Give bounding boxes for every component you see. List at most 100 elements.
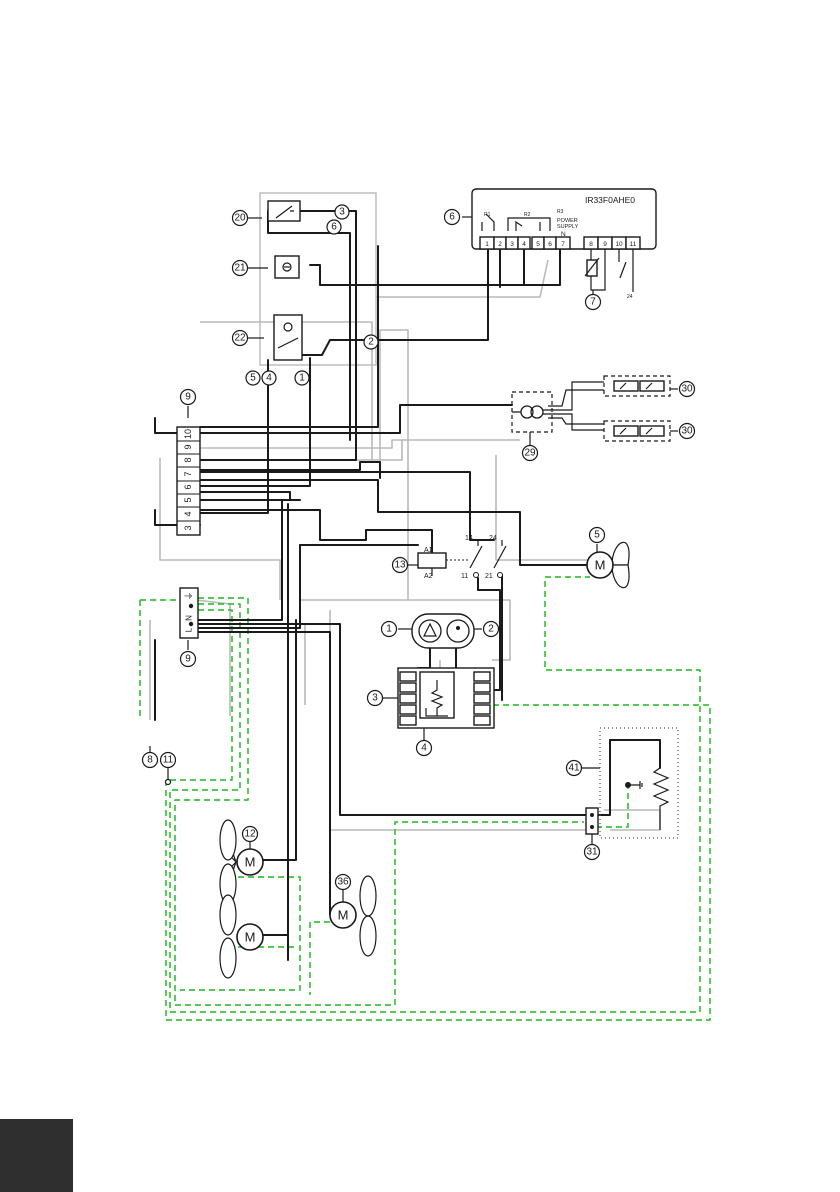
- svg-text:M: M: [338, 908, 349, 923]
- transformer-29: [512, 382, 604, 432]
- svg-text:8: 8: [589, 241, 593, 248]
- svg-text:4: 4: [183, 511, 193, 516]
- svg-text:8: 8: [147, 755, 153, 766]
- callout-30-top: 30: [680, 382, 695, 397]
- callout-1-wire: 1: [295, 371, 309, 385]
- svg-text:24: 24: [489, 535, 497, 542]
- svg-text:5: 5: [536, 241, 540, 248]
- svg-text:2: 2: [488, 624, 494, 635]
- svg-text:5: 5: [594, 530, 600, 541]
- led-strip-30-bottom: [604, 421, 670, 441]
- fan-motor-12b: M: [220, 895, 263, 978]
- svg-text:9: 9: [185, 392, 191, 403]
- svg-text:3: 3: [339, 207, 345, 218]
- callout-3-top: 3: [335, 205, 349, 219]
- component-20: [268, 201, 300, 221]
- svg-text:31: 31: [586, 847, 598, 858]
- svg-text:11: 11: [630, 241, 637, 248]
- fan-motor-36: M: [330, 876, 376, 956]
- callout-21: 21: [233, 261, 248, 276]
- mains-terminal-block: L N ⏚: [180, 588, 198, 638]
- svg-text:9: 9: [183, 444, 193, 449]
- svg-text:36: 36: [337, 877, 349, 888]
- svg-text:3: 3: [510, 241, 514, 248]
- callout-8: 8: [143, 753, 158, 768]
- callout-9-mains: 9: [181, 652, 196, 667]
- svg-text:A1: A1: [424, 547, 433, 554]
- callout-30-bottom: 30: [680, 424, 695, 439]
- svg-text:21: 21: [485, 573, 493, 580]
- power-label-2: SUPPLY: [557, 224, 579, 230]
- svg-text:30: 30: [681, 426, 693, 437]
- callout-3-relay: 3: [368, 691, 383, 706]
- svg-text:4: 4: [522, 241, 526, 248]
- svg-text:L: L: [185, 627, 194, 632]
- svg-text:29: 29: [524, 448, 536, 459]
- controller-terminal-row: 1 2 3 4 5 6 7 8 9 10 11: [480, 237, 640, 249]
- component-21: [275, 256, 299, 278]
- fan-motor-5: M: [587, 542, 629, 587]
- svg-text:6: 6: [548, 241, 552, 248]
- door-switch-symbol: 24: [619, 249, 633, 300]
- svg-text:3: 3: [372, 693, 378, 704]
- svg-text:5: 5: [250, 373, 256, 384]
- svg-text:M: M: [245, 930, 256, 945]
- svg-text:⏚: ⏚: [184, 591, 194, 600]
- callout-2-compressor: 2: [484, 622, 499, 637]
- svg-text:9: 9: [603, 241, 607, 248]
- earth-point-11: [166, 780, 171, 785]
- svg-text:1: 1: [299, 373, 305, 384]
- callout-22: 22: [233, 331, 248, 346]
- callout-11: 11: [161, 753, 176, 768]
- connector-31: [586, 808, 598, 834]
- svg-text:10: 10: [615, 241, 623, 248]
- svg-text:5: 5: [183, 497, 193, 502]
- svg-text:13: 13: [394, 560, 406, 571]
- callout-20: 20: [233, 211, 248, 226]
- svg-text:11: 11: [163, 755, 174, 766]
- svg-text:11: 11: [461, 573, 468, 580]
- svg-text:N: N: [185, 615, 194, 621]
- svg-text:7: 7: [561, 241, 565, 248]
- svg-text:14: 14: [465, 535, 473, 542]
- callout-6-controller: 6: [445, 210, 460, 225]
- callout-4-relay: 4: [417, 741, 432, 756]
- probe-symbol: [585, 249, 605, 290]
- relay-label-r3: R3: [557, 209, 564, 215]
- svg-text:7: 7: [183, 471, 193, 476]
- svg-text:2: 2: [368, 337, 374, 348]
- callout-41: 41: [567, 761, 582, 776]
- svg-text:10: 10: [183, 429, 193, 439]
- callout-5-wire: 5: [246, 371, 260, 385]
- svg-text:12: 12: [244, 829, 256, 840]
- callout-6-top: 6: [327, 220, 341, 234]
- svg-text:2: 2: [498, 241, 502, 248]
- callout-29: 29: [523, 446, 538, 461]
- svg-text:M: M: [595, 558, 606, 573]
- svg-text:1: 1: [485, 241, 489, 248]
- svg-text:A2: A2: [424, 573, 433, 580]
- callouts: 20 21 22 3 6 2 5 4 1 6 7 9 30 30 29 5 13…: [143, 205, 695, 890]
- svg-text:24: 24: [627, 294, 633, 300]
- relay-label-r2: R2: [524, 212, 531, 218]
- svg-text:9: 9: [185, 654, 191, 665]
- svg-text:M: M: [245, 855, 256, 870]
- svg-text:20: 20: [234, 213, 246, 224]
- svg-text:41: 41: [568, 763, 580, 774]
- svg-text:21: 21: [234, 263, 246, 274]
- terminal-strip: 10 9 8 7 6 5 4 3: [177, 427, 200, 535]
- callout-5-fan: 5: [590, 528, 605, 543]
- page-corner-block: [0, 1119, 73, 1192]
- callout-9-strip: 9: [181, 390, 196, 405]
- svg-text:6: 6: [449, 212, 455, 223]
- component-22: [274, 315, 302, 360]
- compressor-terminal-box: [412, 614, 474, 648]
- svg-text:8: 8: [183, 457, 193, 462]
- svg-text:3: 3: [183, 525, 193, 530]
- svg-text:22: 22: [234, 333, 246, 344]
- svg-text:6: 6: [183, 484, 193, 489]
- svg-text:1: 1: [386, 624, 392, 635]
- callout-36: 36: [336, 875, 351, 890]
- callout-7-probe: 7: [586, 295, 601, 310]
